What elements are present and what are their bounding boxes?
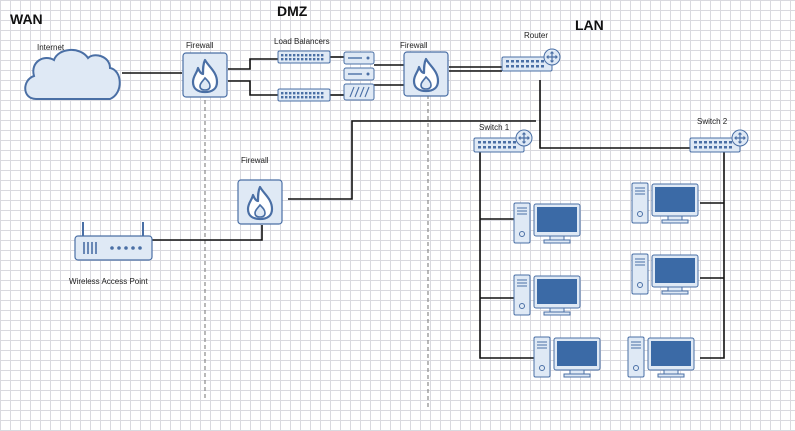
- switch-2[interactable]: Switch 2: [689, 117, 749, 153]
- access-point-icon: [74, 222, 153, 261]
- load-balancer-icon: [277, 50, 331, 64]
- workstation-icon[interactable]: [533, 336, 601, 378]
- connection-lines: [122, 56, 725, 359]
- zone-title-lan: LAN: [575, 17, 604, 33]
- link-firewall-lb2: [228, 80, 278, 96]
- switch-icon: [689, 129, 749, 153]
- workstation-icon[interactable]: [513, 274, 581, 316]
- switch-icon: [473, 129, 533, 153]
- internet-node[interactable]: Internet: [24, 43, 121, 100]
- firewall-wap[interactable]: Firewall: [236, 156, 284, 226]
- firewall-wan[interactable]: Firewall: [181, 41, 229, 99]
- load-balancers[interactable]: Load Balancers: [274, 37, 331, 102]
- firewall-icon: [402, 50, 450, 98]
- load-balancer-icon: [277, 88, 331, 102]
- internet-label: Internet: [37, 43, 65, 52]
- firewall-wan-label: Firewall: [186, 41, 214, 50]
- firewall-lan[interactable]: Firewall: [400, 41, 450, 98]
- wireless-access-point[interactable]: Wireless Access Point: [69, 222, 153, 286]
- workstation-icon[interactable]: [513, 202, 581, 244]
- router-node[interactable]: Router: [501, 31, 561, 72]
- workstation-icon[interactable]: [631, 182, 699, 224]
- load-balancers-label: Load Balancers: [274, 37, 330, 46]
- workstation-icon[interactable]: [627, 336, 695, 378]
- firewall-icon: [236, 178, 284, 226]
- wap-label: Wireless Access Point: [69, 277, 148, 286]
- link-switch1-firewall: [288, 120, 536, 200]
- cloud-icon: [24, 49, 121, 100]
- link-switch2-workstations: [700, 152, 725, 359]
- link-firewall-lb1: [228, 58, 278, 70]
- link-firewall-wap: [152, 225, 263, 241]
- zone-title-dmz: DMZ: [277, 3, 308, 19]
- link-router-switch2: [539, 80, 690, 149]
- server-icon[interactable]: [343, 51, 375, 101]
- switch-1-label: Switch 1: [479, 123, 510, 132]
- firewall-icon: [181, 51, 229, 99]
- switch-1[interactable]: Switch 1: [473, 123, 533, 153]
- firewall-lan-label: Firewall: [400, 41, 428, 50]
- firewall-wap-label: Firewall: [241, 156, 269, 165]
- router-label: Router: [524, 31, 548, 40]
- switch-2-label: Switch 2: [697, 117, 728, 126]
- workstation-icon[interactable]: [631, 253, 699, 295]
- router-icon: [501, 48, 561, 72]
- zone-title-wan: WAN: [10, 11, 43, 27]
- link-switch1-workstations: [479, 150, 534, 359]
